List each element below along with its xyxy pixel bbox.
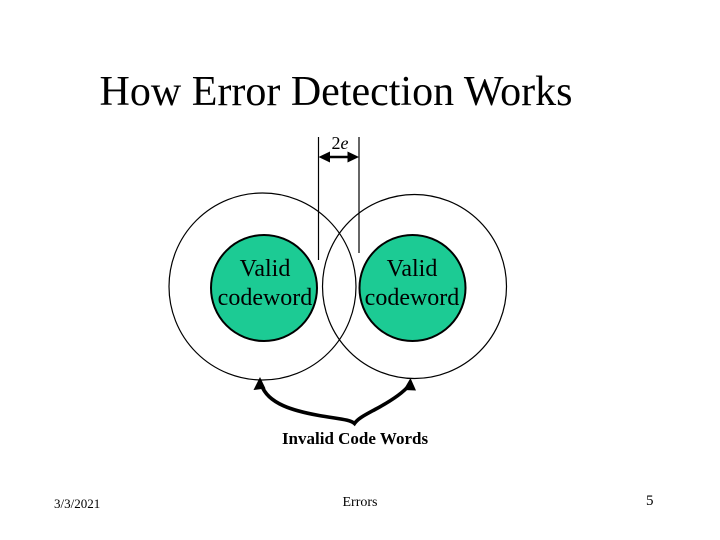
right-detection-circle	[321, 193, 508, 380]
left-codeword-line2: codeword	[217, 285, 313, 311]
distance-arrow-icon	[318, 151, 359, 163]
right-codeword-line2: codeword	[364, 285, 460, 311]
invalid-region-brace-icon	[253, 377, 416, 427]
right-codeword-circle	[358, 234, 467, 342]
left-codeword-circle	[210, 234, 318, 342]
left-codeword-label: Valid codeword	[190, 255, 340, 313]
left-detection-circle	[168, 192, 357, 381]
invalid-codewords-caption: Invalid Code Words	[281, 429, 429, 448]
slide-title: How Error Detection Works	[99, 69, 573, 115]
footer-title: Errors	[342, 495, 378, 510]
slide-number: 5	[646, 493, 654, 509]
left-codeword-line1: Valid	[239, 256, 291, 282]
right-codeword-label: Valid codeword	[337, 255, 487, 313]
right-codeword-line1: Valid	[386, 256, 438, 282]
footer-date: 3/3/2021	[54, 496, 101, 511]
distance-variable: e	[340, 133, 349, 153]
distance-label: 2e	[310, 133, 370, 153]
distance-coefficient: 2	[331, 133, 341, 153]
